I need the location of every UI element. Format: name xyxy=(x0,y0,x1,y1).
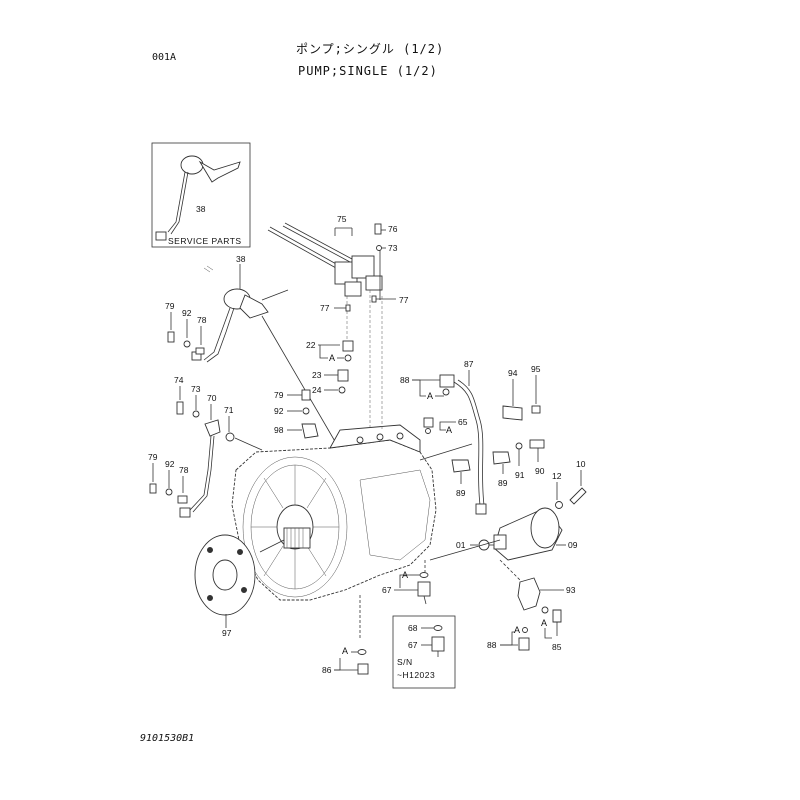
center-fittings: 22 A 23 24 xyxy=(306,340,354,395)
gear-motor: 01 09 xyxy=(456,507,578,581)
left-fastener-group-2: 74 73 70 71 xyxy=(174,375,263,518)
callout-38: 38 xyxy=(236,254,246,264)
callout-79b: 79 xyxy=(148,452,158,462)
cable-assembly: 75 xyxy=(267,214,383,430)
callout-67a: 67 xyxy=(382,585,392,595)
pump-housing xyxy=(231,424,473,601)
callout-88b: 88 xyxy=(487,640,497,650)
callout-22: 22 xyxy=(306,340,316,350)
ref-letter-a1: A xyxy=(329,353,335,363)
callout-79a: 79 xyxy=(165,301,175,311)
callout-92b: 92 xyxy=(165,459,175,469)
callout-01: 01 xyxy=(456,540,466,550)
page-code: 001A xyxy=(152,52,177,63)
callout-79c: 79 xyxy=(274,390,284,400)
callout-92c: 92 xyxy=(274,406,284,416)
callout-68: 68 xyxy=(408,623,418,633)
callout-86: 86 xyxy=(322,665,332,675)
callout-76: 76 xyxy=(388,224,398,234)
ref-letter-a2: A xyxy=(427,391,433,401)
callout-74: 74 xyxy=(174,375,184,385)
callout-09: 09 xyxy=(568,540,578,550)
callout-78a: 78 xyxy=(197,315,207,325)
callout-98: 98 xyxy=(274,425,284,435)
ref-letter-a7: A xyxy=(342,646,348,656)
callout-94: 94 xyxy=(508,368,518,378)
pressure-sensor-93: 93 xyxy=(517,577,576,611)
callout-85: 85 xyxy=(552,642,562,652)
callout-73b: 73 xyxy=(388,243,398,253)
left-fastener-group-3: 79 92 78 xyxy=(148,452,189,504)
callout-88a: 88 xyxy=(400,375,410,385)
left-fastener-group-1: 79 92 78 xyxy=(165,301,207,355)
bolt-group-right: 89 89 91 90 xyxy=(451,439,545,498)
callout-23: 23 xyxy=(312,370,322,380)
callout-92a: 92 xyxy=(182,308,192,318)
callout-77a: 77 xyxy=(399,295,409,305)
callout-97: 97 xyxy=(222,628,232,638)
callout-77b: 77 xyxy=(320,303,330,313)
callout-73a: 73 xyxy=(191,384,201,394)
pressure-sensor-group: 88 A 87 65 A xyxy=(400,359,487,515)
serial-range: ~H12023 xyxy=(397,670,435,680)
callout-90: 90 xyxy=(535,466,545,476)
bracket-group: 94 95 xyxy=(502,364,541,421)
callout-71: 71 xyxy=(224,405,234,415)
top-fasteners: 76 73 77 77 xyxy=(320,223,409,313)
solenoid-assembly: 38 xyxy=(191,254,341,451)
coupling-disk: 97 xyxy=(194,534,285,638)
callout-93: 93 xyxy=(566,585,576,595)
callout-12: 12 xyxy=(552,471,562,481)
service-parts-inset: 38 SERVICE PARTS xyxy=(151,142,251,248)
callout-38-inset: 38 xyxy=(196,204,206,214)
callout-95: 95 xyxy=(531,364,541,374)
callout-65: 65 xyxy=(458,417,468,427)
callout-87: 87 xyxy=(464,359,474,369)
document-number: 9101530B1 xyxy=(140,733,195,744)
callout-75: 75 xyxy=(337,214,347,224)
ref-letter-a4: A xyxy=(541,618,547,628)
callout-89b: 89 xyxy=(498,478,508,488)
callout-78b: 78 xyxy=(179,465,189,475)
ref-letter-a3: A xyxy=(446,425,452,435)
serial-label: S/N xyxy=(397,657,413,667)
lower-right-fittings: A 85 88 A xyxy=(487,606,562,652)
drain-plug-86: A 86 xyxy=(322,595,369,675)
title-english: PUMP;SINGLE (1/2) xyxy=(298,64,438,78)
service-parts-label: SERVICE PARTS xyxy=(168,236,242,246)
title-japanese: ポンプ;シングル (1/2) xyxy=(296,42,445,56)
center-left-fittings: 79 92 98 xyxy=(274,389,319,439)
drain-fitting-67: A 67 xyxy=(382,539,501,605)
serial-number-inset: 68 67 S/N ~H12023 xyxy=(392,615,456,689)
motor-bolts: 12 10 xyxy=(552,459,587,509)
callout-70: 70 xyxy=(207,393,217,403)
ref-letter-a5: A xyxy=(514,625,520,635)
callout-10: 10 xyxy=(576,459,586,469)
callout-67b: 67 xyxy=(408,640,418,650)
callout-24: 24 xyxy=(312,385,322,395)
callout-91: 91 xyxy=(515,470,525,480)
callout-89a: 89 xyxy=(456,488,466,498)
